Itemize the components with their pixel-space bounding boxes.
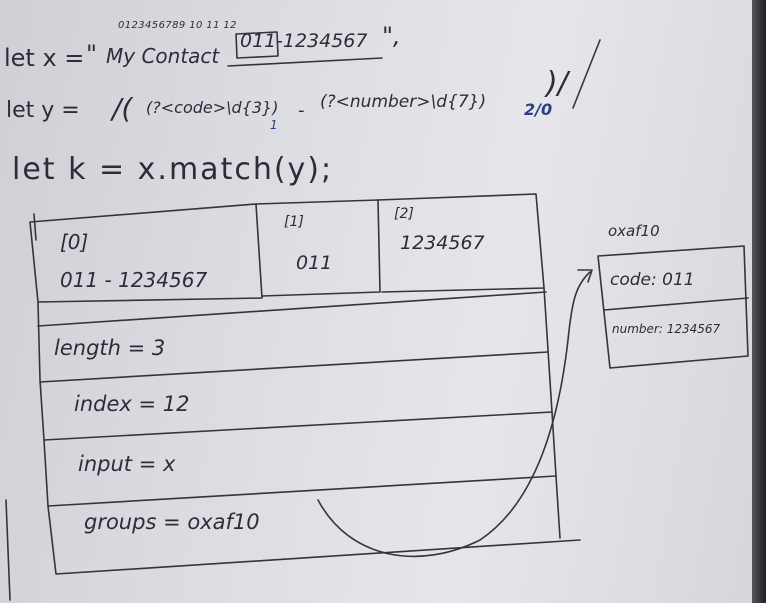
cell-1-box (255, 199, 381, 297)
regex-slash (572, 39, 601, 109)
cell-1-index: [1] (284, 214, 304, 230)
property-length: length = 3 (54, 336, 166, 360)
array-outer-left (37, 301, 581, 575)
property-index: index = 12 (74, 392, 190, 416)
cell-2-box (377, 193, 545, 293)
regex-open: /( (112, 92, 133, 125)
groups-field-number: number: 1234567 (612, 322, 721, 336)
code-line-1: let x = " My Contact 011 -1234567 ", 012… (0, 0, 752, 80)
groups-arrow (317, 271, 591, 558)
regex-group-code: (?<code>\d{3}) (146, 98, 279, 117)
property-groups: groups = oxaf10 (84, 510, 260, 534)
property-input: input = x (78, 452, 176, 476)
highlight-box (235, 31, 279, 59)
underline (227, 57, 383, 67)
index-ruler: 0123456789 10 11 12 (118, 20, 237, 31)
highlighted-code: 011 (240, 30, 277, 52)
group-subscript-1: 1 (270, 118, 278, 132)
groups-object-box (597, 245, 749, 369)
code-line-2-prefix: let y = (6, 98, 80, 123)
regex-close: )/ (546, 66, 568, 101)
arrow-head (577, 269, 593, 283)
phone-rest: -1234567 (276, 30, 368, 52)
cell-0-box (29, 203, 263, 303)
groups-object-address: oxaf10 (608, 222, 660, 240)
board-edge (752, 0, 766, 603)
group-subscript-2: 2/0 (524, 100, 553, 119)
cell-2-index: [2] (394, 206, 414, 222)
groups-field-code: code: 011 (610, 270, 695, 290)
code-line-3: let k = x.match(y); (12, 152, 334, 187)
regex-dash: - (298, 100, 305, 121)
contact-text: My Contact (106, 44, 220, 68)
close-quote: ", (382, 22, 401, 50)
cell-1-value: 011 (296, 252, 333, 274)
cell-0-value: 011 - 1234567 (60, 268, 208, 292)
cell-0-index: [0] (60, 230, 89, 254)
cell-2-value: 1234567 (400, 232, 485, 254)
open-quote: " (86, 40, 98, 68)
regex-group-number: (?<number>\d{7}) (320, 92, 487, 112)
code-line-1-prefix: let x = (4, 44, 85, 72)
